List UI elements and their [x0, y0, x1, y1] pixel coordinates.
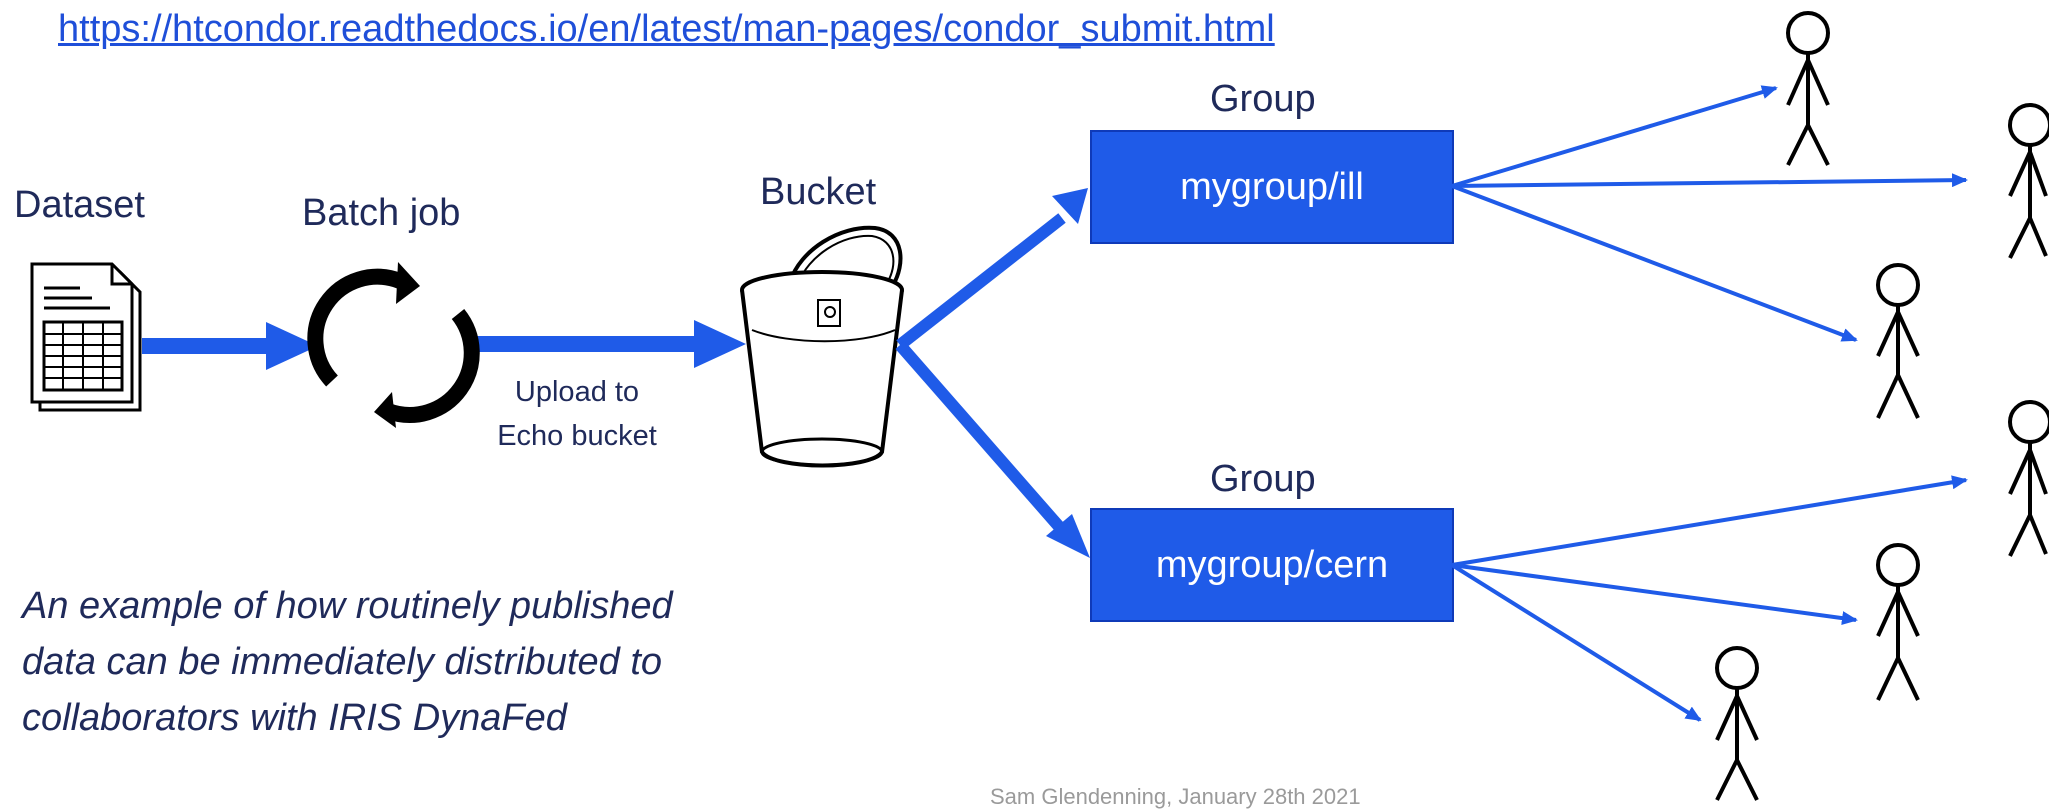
- arrow-dataset-to-batch: [142, 322, 318, 370]
- group-name-cern: mygroup/cern: [1155, 543, 1389, 586]
- dataset-icon: [30, 262, 142, 412]
- htcondor-link[interactable]: https://htcondor.readthedocs.io/en/lates…: [58, 8, 1275, 50]
- arrow-ill-user-3: [1451, 184, 1858, 342]
- caption-line1: An example of how routinely published: [22, 585, 673, 627]
- user-icon-3: [1876, 263, 1920, 419]
- batch-job-label: Batch job: [302, 192, 461, 234]
- arrow-bucket-to-group-ill: [896, 188, 1088, 350]
- group-heading-cern: Group: [1210, 458, 1316, 500]
- arrow-bucket-to-group-cern: [895, 341, 1090, 558]
- bucket-icon: [740, 225, 904, 468]
- caption-line2: data can be immediately distributed to: [22, 641, 663, 683]
- dataset-label: Dataset: [14, 184, 145, 226]
- group-name-ill: mygroup/ill: [1180, 165, 1364, 208]
- caption: An example of how routinely published da…: [22, 578, 673, 746]
- group-heading-ill: Group: [1210, 78, 1316, 120]
- arrow-cern-user-3: [1450, 563, 1702, 722]
- arrow-cern-user-2: [1451, 563, 1858, 626]
- user-icon-6: [1715, 646, 1759, 801]
- caption-line3: collaborators with IRIS DynaFed: [22, 697, 567, 739]
- upload-note-line2: Echo bucket: [497, 420, 657, 452]
- group-box-cern: mygroup/cern: [1090, 508, 1454, 622]
- arrow-ill-user-2: [1451, 173, 1968, 188]
- bucket-label: Bucket: [760, 171, 877, 213]
- user-icon-4: [2008, 400, 2049, 557]
- arrow-batch-to-bucket: [468, 320, 746, 368]
- user-icon-1: [1786, 11, 1830, 166]
- batch-cycle-icon: [307, 262, 480, 428]
- arrow-cern-user-1: [1451, 475, 1968, 567]
- arrow-ill-user-1: [1451, 85, 1778, 188]
- user-icon-2: [2008, 103, 2049, 259]
- upload-note: Upload to Echo bucket: [472, 370, 682, 458]
- user-icon-5: [1876, 543, 1920, 701]
- upload-note-line1: Upload to: [514, 376, 640, 408]
